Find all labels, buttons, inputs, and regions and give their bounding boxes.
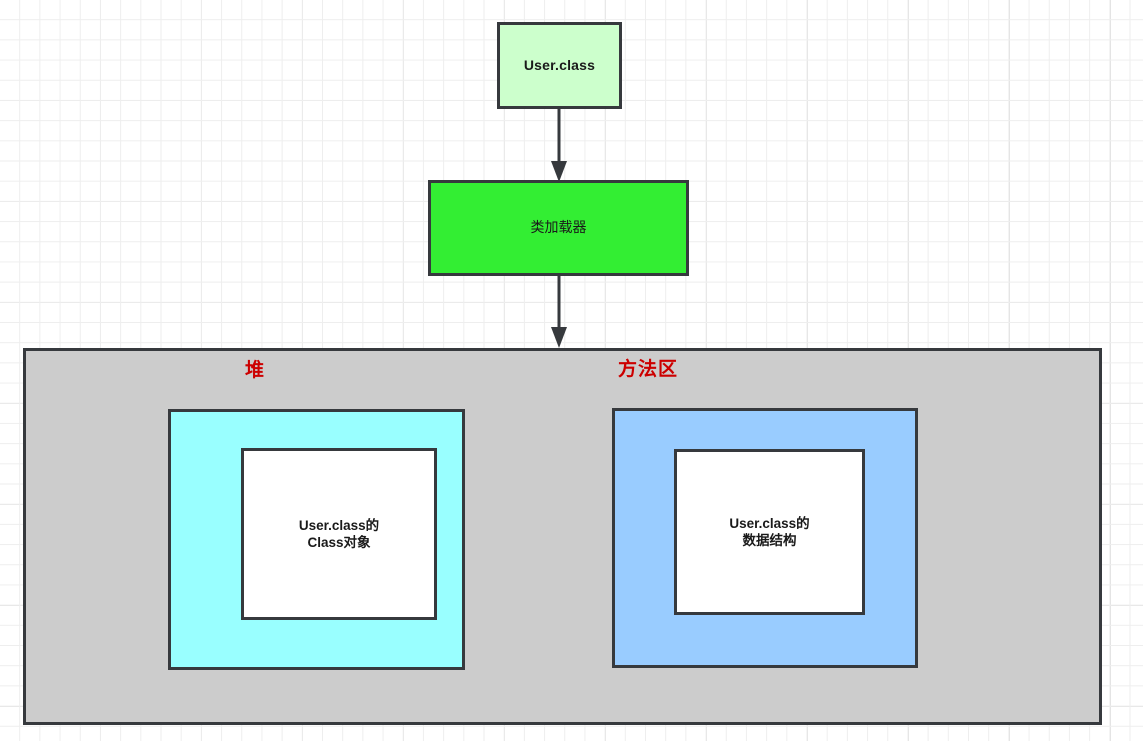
method-area-region-caption: 方法区 — [618, 359, 679, 380]
node-user-class-file-label: User.class — [523, 56, 596, 73]
arrow-classloader-to-runtime-area — [551, 274, 567, 348]
node-user-class-file[interactable]: User.class — [497, 22, 622, 109]
node-classloader[interactable]: 类加载器 — [428, 180, 689, 276]
node-method-area-data-structure-label: User.class的 数据结构 — [729, 515, 810, 548]
node-heap-class-object-label: User.class的 Class对象 — [298, 517, 380, 550]
heap-region-caption: 堆 — [245, 360, 266, 381]
node-heap-class-object[interactable]: User.class的 Class对象 — [241, 448, 437, 620]
node-classloader-label: 类加载器 — [530, 219, 587, 236]
node-method-area-data-structure[interactable]: User.class的 数据结构 — [674, 449, 865, 615]
node-runtime-data-area[interactable]: User.class的 Class对象 User.class的 数据结构 — [23, 348, 1102, 725]
arrow-class-file-to-classloader — [551, 106, 567, 182]
node-method-area-region[interactable]: User.class的 数据结构 — [612, 408, 918, 668]
node-heap-region[interactable]: User.class的 Class对象 — [168, 409, 465, 670]
